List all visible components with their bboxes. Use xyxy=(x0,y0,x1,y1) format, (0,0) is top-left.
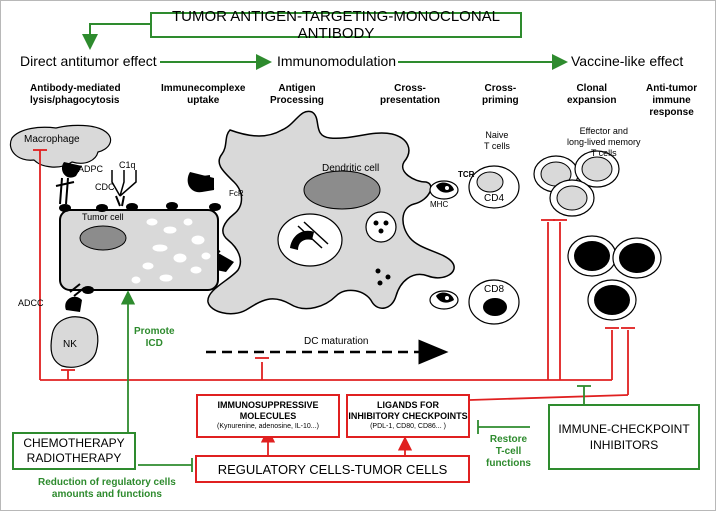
macrophage-fcr xyxy=(61,162,82,178)
label-adcc: ADCC xyxy=(18,298,44,308)
antibody-adpc xyxy=(55,177,75,205)
ligands-box: LIGANDS FOR INHIBITORY CHECKPOINTS (PDL-… xyxy=(346,394,470,438)
phase-direct: Direct antitumor effect xyxy=(20,53,157,69)
tumor-nucleus xyxy=(79,225,127,251)
macrophage-cell xyxy=(9,124,112,168)
dendritic-cell xyxy=(207,110,455,315)
label-tumor-cell: Tumor cell xyxy=(82,212,124,222)
label-cd8: CD8 xyxy=(484,284,505,295)
antibody-fcr-top xyxy=(195,175,215,191)
phase-vaccine: Vaccine-like effect xyxy=(571,53,684,69)
immunosuppressive-box: IMMUNOSUPPRESSIVE MOLECULES (Kynurenine,… xyxy=(196,394,340,438)
label-fcr: FcR xyxy=(229,189,244,198)
regulatory-box: REGULATORY CELLS-TUMOR CELLS xyxy=(195,455,470,483)
label-c1q: C1q xyxy=(119,160,136,170)
label-cdc: CDC xyxy=(95,182,115,192)
nk-cell xyxy=(50,316,99,368)
effector-cd8-cluster xyxy=(567,235,662,321)
c1q-complement xyxy=(111,170,137,197)
inhibitory-network xyxy=(33,149,635,401)
label-dc-maturation: DC maturation xyxy=(304,336,369,347)
title-arrow xyxy=(82,23,150,50)
antibody-cdc xyxy=(115,195,125,207)
label-dendritic-cell: Dendritic cell xyxy=(322,163,380,174)
vesicle-small xyxy=(365,211,397,243)
tumor-fragments xyxy=(131,218,211,284)
title: TUMOR ANTIGEN-TARGETING-MONOCLONAL ANTIB… xyxy=(171,8,501,42)
effector-cd4-cluster xyxy=(533,150,620,217)
label-tcr: TCR xyxy=(458,170,475,179)
label-adpc: ADPC xyxy=(78,164,104,174)
nk-fcr xyxy=(65,296,82,312)
label-macrophage: Macrophage xyxy=(24,134,80,145)
vesicle-large xyxy=(277,213,343,267)
label-nk: NK xyxy=(63,339,77,350)
label-cd4: CD4 xyxy=(484,193,505,204)
tumor-antigens xyxy=(59,202,221,294)
phase-immunomodulation: Immunomodulation xyxy=(277,53,397,69)
step-cross-presentation: Cross-presentation xyxy=(380,83,441,106)
dendritic-nucleus xyxy=(303,170,381,210)
step-cross-priming: Cross-priming xyxy=(482,83,519,106)
antibody-adcc xyxy=(69,283,85,297)
label-mhc: MHC xyxy=(430,200,449,209)
title-box: TUMOR ANTIGEN-TARGETING-MONOCLONAL ANTIB… xyxy=(150,8,522,42)
